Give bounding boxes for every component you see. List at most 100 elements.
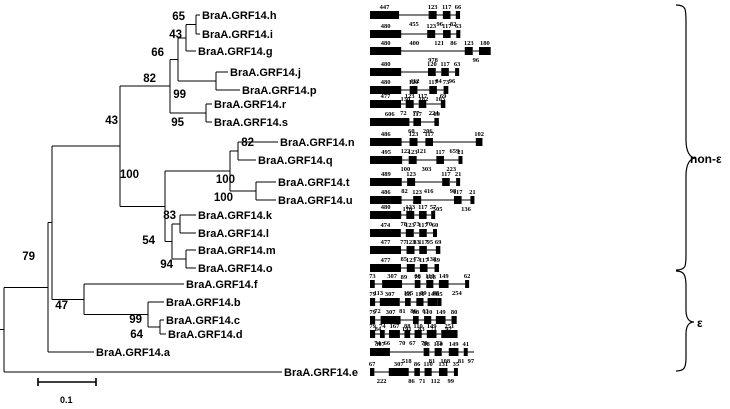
exon [438,368,448,376]
intron-length: 130 [401,96,411,103]
intron-length: 67 [409,340,416,347]
exon-length: 307 [394,361,405,368]
exon-length: 73 [369,273,376,280]
exon-length: 123 [406,171,417,178]
bootstrap-value: 94 [160,259,173,271]
exon-length: 21 [469,189,476,196]
taxon-label: BraA.GRF14.o [198,263,273,275]
exon-length: 57 [430,204,437,211]
exon-length: 251 [445,323,455,330]
intron-length: 412 [410,78,420,85]
bootstrap-value: 100 [120,169,139,181]
bootstrap-value: 100 [214,192,233,204]
taxon-label: BraA.GRF14.j [230,67,301,79]
exon [443,30,451,38]
bootstrap-value: 82 [241,137,254,149]
exon-length: 307 [387,273,398,280]
exon-length: 88 [414,273,421,280]
exon-length: 480 [381,204,391,211]
bootstrap-value: 65 [172,11,185,23]
exon [464,47,473,55]
intron-length: 400 [409,40,419,47]
intron-length: 96 [436,21,443,28]
exon-length: 21 [455,171,462,178]
taxon-label: BraA.GRF14.c [166,315,240,327]
exon [451,316,457,324]
taxon-label: BraA.GRF14.m [198,245,276,257]
exon [453,368,458,376]
intron-length: 85 [433,290,440,297]
intron-length: 86 [410,308,417,315]
exon [432,229,437,237]
exon [455,11,461,19]
exon-length: 123 [406,239,417,246]
intron-length: 79 [414,274,421,281]
exon [424,316,432,324]
taxon-label: BraA.GRF14.h [202,10,277,22]
exon [434,348,442,356]
intron-length: 83 [418,326,425,333]
exon [370,118,410,126]
exon-length: 123 [405,93,416,100]
taxon-label: BraA.GRF14.s [214,117,288,129]
exon [427,298,438,306]
exon-length: 74 [379,323,386,330]
exon [406,211,415,219]
intron-length: 222 [377,378,387,385]
exon [440,100,446,108]
exon-length: 480 [381,23,391,30]
exon [370,330,376,338]
intron-length: 505 [433,206,444,213]
exon-length: 69 [435,239,442,246]
bootstrap-value: 79 [22,251,35,263]
exon-length: 149 [428,291,439,298]
taxon-label: BraA.GRF14.a [96,347,171,359]
brace-non-epsilon [675,4,697,271]
exon [465,280,470,288]
exon-length: 167 [390,323,401,330]
intron-length: 78 [400,221,407,228]
exon-length: 117 [440,61,450,68]
exon-length: 117 [418,93,428,100]
exon-length: 60 [432,222,439,229]
exon-length: 480 [381,40,391,47]
exon-length: 486 [381,189,392,196]
intron-length: 97 [468,358,475,365]
intron-length: 223 [446,166,457,173]
exon [456,178,461,186]
intron-length: 77 [400,239,407,246]
exon-length: 149 [427,323,438,330]
bootstrap-value: 82 [143,73,156,85]
taxon-label: BraA.GRF14.g [198,46,273,58]
exon [382,280,403,288]
intron-length: 81 [399,308,406,315]
exon [419,246,427,254]
exon-length: 65 [436,291,443,298]
exon-length: 123 [405,222,416,229]
intron-length: 66 [384,340,391,347]
exon [475,138,483,146]
intron-length: 79 [421,340,428,347]
exon-length: 477 [381,93,392,100]
intron-length: 85 [401,256,408,263]
bootstrap-value: 100 [216,174,235,186]
intron-length: 77 [413,110,420,117]
exon [409,86,418,94]
exon-length: 307 [386,309,397,316]
taxon-label: BraA.GRF14.r [214,99,287,111]
exon-length: 88 [404,323,411,330]
bootstrap-value: 47 [55,300,68,312]
exon-length: 110 [433,341,442,348]
exon-length: 35 [453,361,460,368]
